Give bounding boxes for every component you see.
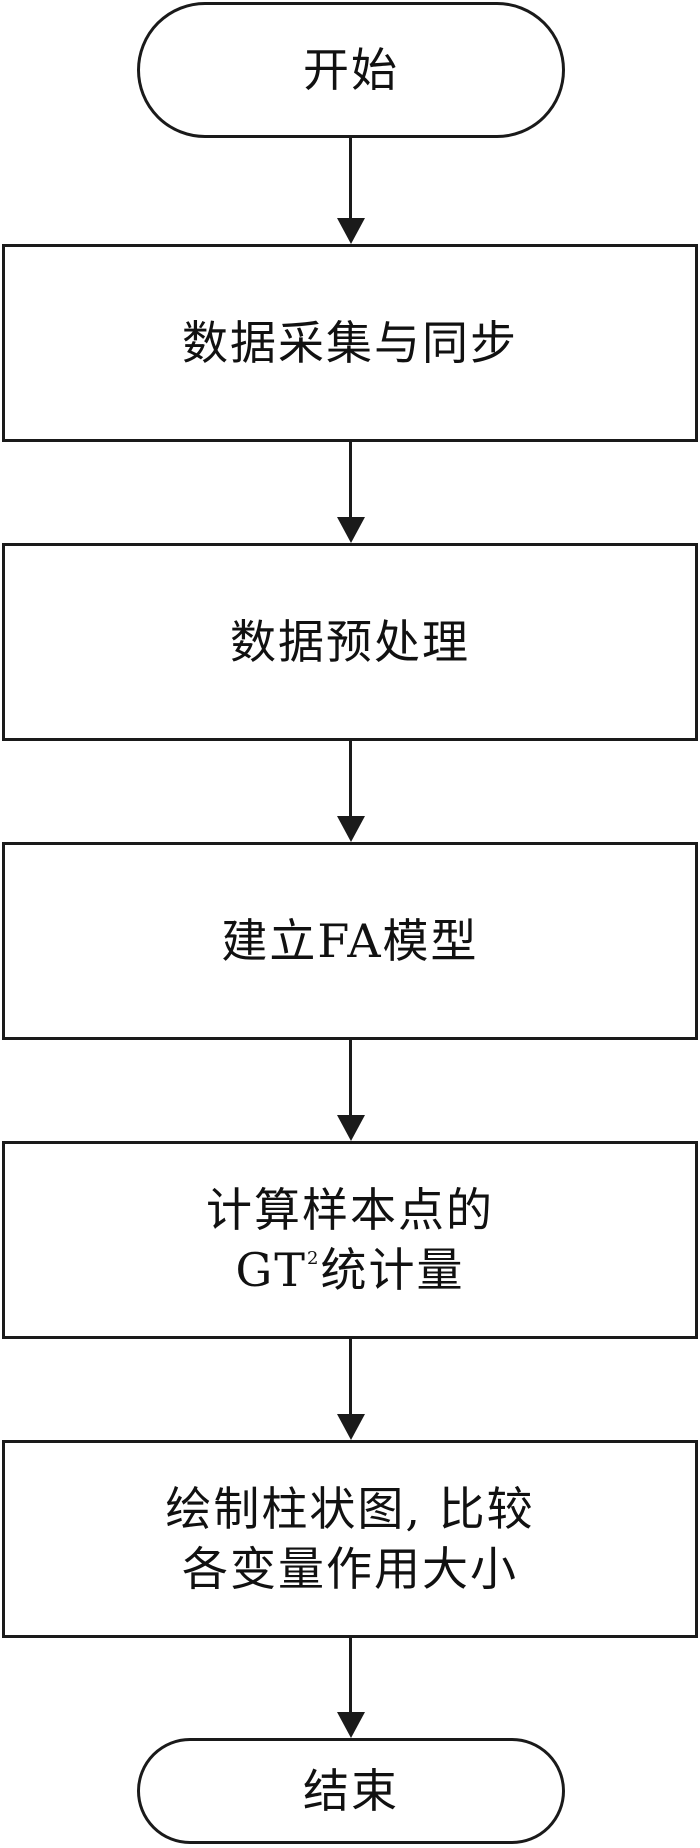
start-terminal: 开始 — [137, 2, 565, 138]
step-draw-bar-chart-line1: 绘制柱状图, 比较 — [165, 1482, 535, 1536]
gt-superscript: 2 — [306, 1248, 321, 1269]
gt-symbol: GT — [235, 1243, 307, 1297]
arrow-step5-to-end — [337, 1638, 365, 1738]
arrow-step3-to-step4 — [337, 1040, 365, 1141]
step-draw-bar-chart: 绘制柱状图, 比较 各变量作用大小 — [2, 1440, 698, 1638]
step-build-fa-model-label: 建立FA模型 — [221, 914, 479, 968]
step-compute-statistic-line1: 计算样本点的 — [206, 1183, 494, 1237]
arrow-step1-to-step2 — [337, 442, 365, 543]
step-compute-statistic: 计算样本点的 GT2统计量 — [2, 1141, 698, 1339]
step-build-fa-model: 建立FA模型 — [2, 842, 698, 1040]
arrow-start-to-step1 — [337, 138, 365, 244]
step-data-collection-label: 数据采集与同步 — [182, 316, 518, 370]
start-label: 开始 — [303, 43, 399, 97]
step-preprocessing-label: 数据预处理 — [230, 615, 470, 669]
arrow-step2-to-step3 — [337, 741, 365, 842]
end-label: 结束 — [303, 1764, 399, 1818]
step-preprocessing: 数据预处理 — [2, 543, 698, 741]
step-compute-statistic-line2: GT2统计量 — [236, 1240, 465, 1300]
arrow-step4-to-step5 — [337, 1339, 365, 1440]
end-terminal: 结束 — [137, 1738, 565, 1844]
step-data-collection: 数据采集与同步 — [2, 244, 698, 442]
statistic-word: 统计量 — [320, 1243, 465, 1297]
step-draw-bar-chart-line2: 各变量作用大小 — [182, 1542, 518, 1596]
